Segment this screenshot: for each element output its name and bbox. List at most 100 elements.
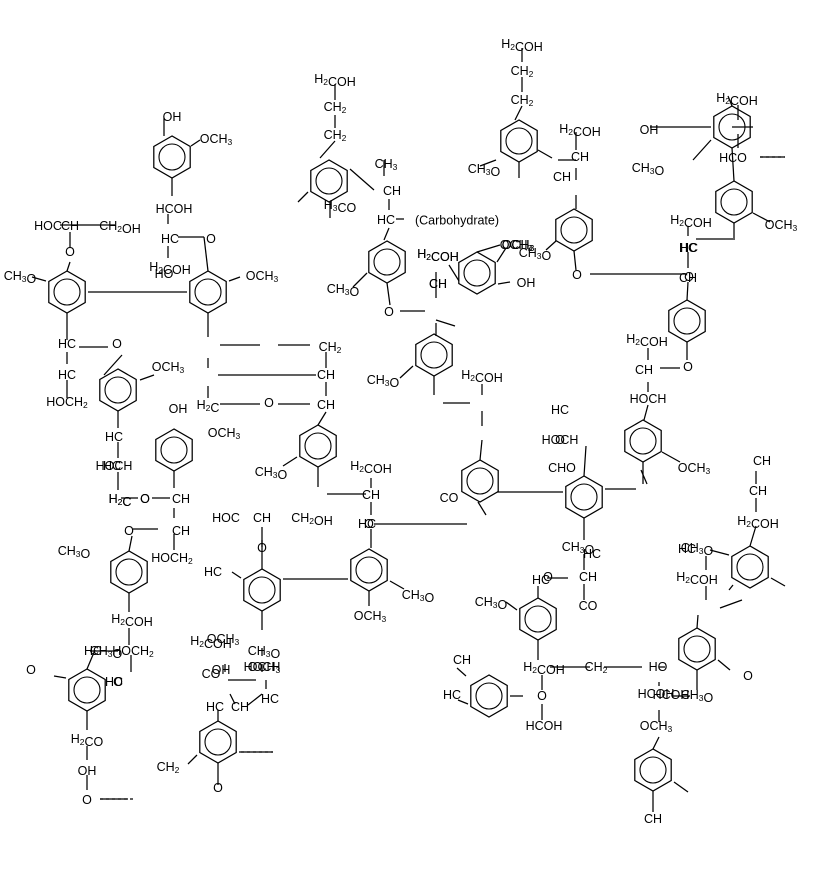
atom-label: CH3O [4, 269, 37, 286]
atom-label: CH [753, 454, 771, 468]
atom-label: HC [358, 517, 376, 531]
bond [103, 354, 123, 376]
atom-label: CH [362, 488, 380, 502]
bond [696, 614, 699, 629]
aromatic-circle [248, 576, 276, 604]
atom-label: O [140, 492, 150, 506]
atom-label: HCOH [653, 688, 690, 702]
atom-label: H2COH [350, 459, 392, 476]
atom-label: HCOH [638, 687, 675, 701]
bond [457, 699, 469, 705]
bond [728, 584, 734, 591]
bond [139, 374, 155, 381]
bond [661, 451, 681, 463]
atom-label: H2COH [523, 660, 565, 677]
atom-label: CO [202, 667, 221, 681]
bond [31, 276, 47, 282]
benzene-ring [310, 159, 348, 203]
benzene-ring [470, 674, 508, 718]
atom-label: OCH3 [502, 238, 535, 253]
atom-label: CH2OH [291, 511, 333, 528]
atom-label: CO [579, 599, 598, 613]
atom-label: H2COH [111, 612, 153, 629]
atom-label: HOC [212, 511, 240, 525]
aromatic-circle [560, 216, 588, 244]
atom-label: HOCH [244, 660, 281, 674]
bond [514, 105, 523, 121]
atom-label: CH [579, 570, 597, 584]
atom-label: CH [553, 170, 571, 184]
atom-label: HOCH2 [46, 395, 88, 410]
aromatic-circle [73, 676, 101, 704]
atom-label: O [124, 524, 134, 538]
atom-label: HC [261, 692, 279, 706]
atom-label: HC [84, 644, 102, 658]
aromatic-circle [673, 307, 701, 335]
bond [652, 736, 660, 750]
bond [435, 319, 456, 327]
bond [770, 577, 786, 587]
atom-label: HC [680, 241, 698, 255]
bond [319, 140, 336, 159]
atom-label: CH [172, 492, 190, 506]
bond [389, 580, 405, 590]
bond [476, 244, 501, 253]
atom-labels: H2COHCH2CH2H2COHCH2CH2OHOCH3CH3CHHC(Carb… [4, 37, 798, 826]
atom-label: O [543, 570, 553, 584]
atom-label: HC [103, 459, 121, 473]
bond [727, 95, 733, 107]
atom-label: CH3O [58, 544, 91, 561]
bond [749, 525, 757, 547]
atom-label: CH3O [519, 246, 552, 263]
atom-label: OCH3 [678, 461, 711, 476]
bond [247, 693, 263, 706]
bond [448, 264, 460, 282]
atom-label: CH3O [681, 688, 714, 705]
atom-label: H2C [109, 492, 132, 509]
atom-label: CO [440, 491, 459, 505]
aromatic-circle [683, 635, 711, 663]
atom-label: H2COH [559, 122, 601, 139]
aromatic-circle [570, 483, 598, 511]
atom-label: HC [58, 368, 76, 382]
atom-label: O [683, 360, 693, 374]
bond [66, 261, 71, 272]
bond [479, 439, 483, 461]
atom-label: O [26, 663, 36, 677]
atom-label: CH [172, 524, 190, 538]
atom-label: HC [583, 547, 601, 561]
atom-label: CH [383, 184, 401, 198]
atom-label: HOCH2 [112, 644, 154, 659]
atom-label: H2COH [314, 72, 356, 89]
atom-label: CH3O [468, 162, 501, 179]
atom-label: O [112, 337, 122, 351]
atom-label: CH3O [475, 595, 508, 612]
atom-label: CH [317, 398, 335, 412]
atom-label: CH [635, 363, 653, 377]
atom-label: OH [517, 276, 536, 290]
atom-label: HC [532, 573, 550, 587]
atom-label: O [140, 492, 150, 506]
atom-label: O [364, 517, 374, 531]
atom-label: O [113, 675, 123, 689]
bond [477, 501, 487, 516]
atom-label: H3CO [324, 198, 357, 215]
atom-label: CH [679, 271, 697, 285]
aromatic-circle [204, 728, 232, 756]
atom-label: CH3O [632, 161, 665, 178]
atom-label: H2COH [670, 213, 712, 230]
atom-label: HC [161, 232, 179, 246]
atom-label: CH [231, 700, 249, 714]
bond [573, 250, 577, 271]
atom-label: HOCH [630, 392, 667, 406]
aromatic-circle [160, 436, 188, 464]
atom-label: CH [429, 277, 447, 291]
atom-label: OH [163, 110, 182, 124]
atom-label: OCH3 [207, 632, 240, 647]
atom-label: HC [206, 700, 224, 714]
bond [640, 469, 648, 485]
bond [717, 659, 731, 671]
atom-label: CH3O [327, 282, 360, 299]
bond [190, 139, 201, 147]
aromatic-circle [720, 188, 748, 216]
